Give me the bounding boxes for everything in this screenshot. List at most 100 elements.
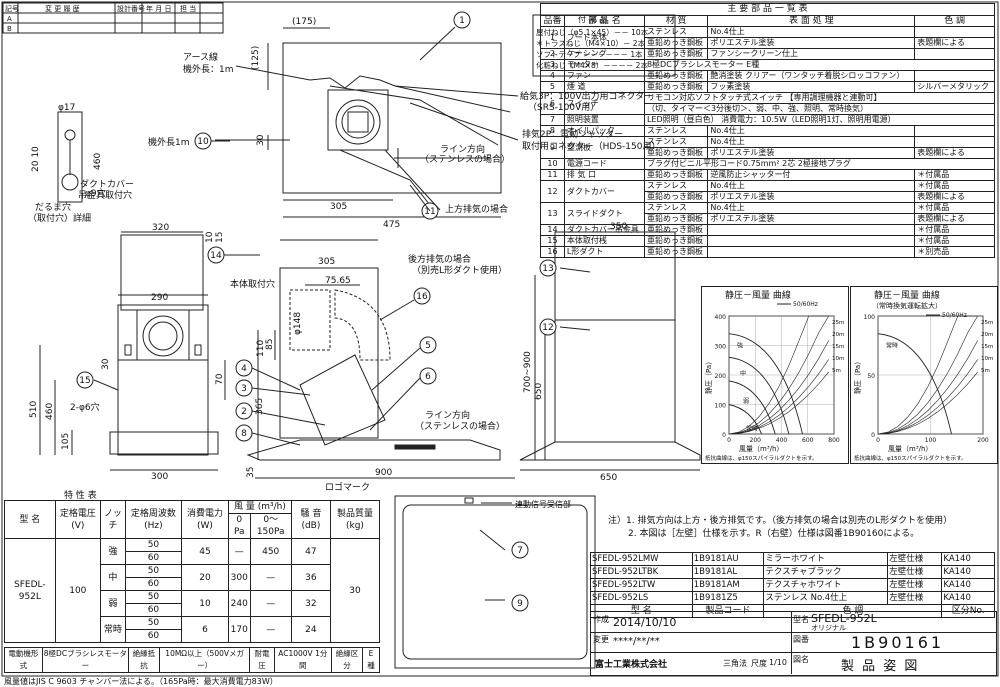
part-no: 14	[540, 224, 565, 236]
spec-q150: —	[249, 590, 292, 617]
body-hole-label: 本体取付穴	[230, 278, 275, 290]
part-material: 亜鉛めっき鋼板	[643, 224, 709, 236]
chart-xtick: 400	[776, 437, 788, 444]
spec-notch: 常時	[100, 616, 126, 643]
parts-table-title: 主 要 部 品 一 覧 表	[540, 3, 995, 15]
spec-h-voltage: 定格電圧 (V)	[54, 500, 102, 539]
part-color	[914, 125, 995, 137]
chart-title: 静圧－風量 曲線	[725, 289, 791, 301]
top-view	[267, 27, 511, 218]
drawing-name-label: 図名	[793, 655, 809, 664]
spec-footer-cell: 耐電圧	[249, 647, 275, 673]
model-cell: 左壁仕様	[887, 578, 943, 592]
part-spec: リモコン対応ソフトタッチ式スイッチ 【専用調理機器と連動可】	[643, 92, 996, 104]
chart-xtick: 200	[977, 437, 989, 444]
part-color	[914, 48, 995, 60]
dim-70: 70	[215, 373, 225, 385]
part-no: 7	[540, 114, 565, 126]
chart-ytick: 100	[715, 403, 727, 410]
spec-footer-cell: 絶縁区分	[331, 647, 363, 673]
spec-power: 6	[180, 616, 229, 643]
chart-duct-curve	[728, 340, 829, 435]
spec-h-noise: 騒 音 (dB)	[290, 500, 331, 539]
model-cell: ステンレス No.4仕上	[763, 591, 889, 605]
part-material: 亜鉛めっき鋼板	[643, 70, 709, 82]
balloon-label: 13	[542, 264, 553, 274]
drawing-name: 製 品 姿 図	[841, 659, 920, 674]
spec-power: 45	[180, 538, 229, 565]
scale-value: 1/10	[769, 658, 787, 667]
chart-duct-label: 10m	[981, 356, 993, 362]
part-no: 2	[540, 48, 565, 60]
chart-xtick: 0	[727, 437, 731, 444]
part-name: ケーシング	[563, 48, 645, 60]
part-finish: No.4仕上	[707, 180, 916, 192]
spec-h-notch: ノッチ	[100, 500, 126, 539]
spec-noise: 47	[290, 538, 331, 565]
line-dir-top-b: （ステンレスの場合）	[420, 153, 510, 165]
spec-h-150pa: 0〜150Pa	[249, 513, 292, 539]
spec-h-airflow: 風 量 (m³/h)	[227, 500, 292, 514]
spec-noise: 36	[290, 564, 331, 591]
model-cell: 左壁仕様	[887, 591, 943, 605]
part-material: 亜鉛めっき鋼板	[643, 235, 709, 247]
spec-footer-cell: 絶縁抵抗	[127, 647, 160, 673]
spec-table-wrap: 特 性 表 型 名定格電圧 (V)ノッチ定格周波数 (Hz)消費電力 (W)風 …	[4, 488, 381, 687]
chart-subtitle: （常時換気運転拡大）	[872, 301, 942, 310]
part-name: スイッチ	[563, 92, 645, 115]
parts-header-0: 品番	[540, 15, 565, 27]
part-no: 11	[540, 169, 565, 181]
phi17: φ17	[58, 103, 75, 113]
model-label: 型名	[793, 615, 809, 624]
title-block: 作成 2014/10/10 変更 ****/**/** 富士工業株式会社 三角法…	[590, 611, 997, 676]
chart-frame	[850, 286, 998, 464]
spec-power: 20	[180, 564, 229, 591]
part-color: 表題欄による	[914, 37, 995, 49]
part-no: 1	[540, 26, 565, 49]
chart-duct-curve	[877, 359, 978, 435]
chart-xtick: 200	[750, 437, 762, 444]
part-no: 4	[540, 70, 565, 82]
dim-7565: 75.65	[325, 276, 351, 286]
balloon-label: 12	[542, 323, 553, 333]
spec-q150: —	[249, 564, 292, 591]
spec-q150: —	[249, 616, 292, 643]
rev-h2: 設計番号	[117, 4, 145, 13]
dim-300: 300	[151, 472, 168, 482]
right-view	[519, 231, 701, 471]
scale-label: 尺度	[751, 659, 767, 668]
part-no: 12	[540, 180, 565, 203]
part-name: 本体取付桟	[563, 235, 645, 247]
chart-xtick: 0	[876, 437, 880, 444]
part-material: 亜鉛めっき鋼板	[643, 246, 709, 258]
model-cell: SFEDL-952LS	[590, 591, 693, 605]
drawing-no: 1B90161	[851, 633, 945, 652]
spec-h-weight: 製品質量 (kg)	[329, 500, 381, 539]
spec-freq: 60	[124, 551, 182, 565]
parts-header-2: 材 質	[643, 15, 709, 27]
balloon-9	[511, 594, 529, 612]
part-no: 9	[540, 136, 565, 159]
chart-duct-label: 20m	[832, 332, 844, 338]
rev-h3: 年 月 日	[146, 4, 171, 13]
chart-duct-label: 20m	[981, 332, 993, 338]
part-name: スライドダクト	[563, 202, 645, 225]
duct-hanger-label: ダクトカバー	[80, 178, 134, 190]
balloon-13	[539, 259, 557, 277]
dim-10: 10	[205, 231, 215, 243]
part-finish: ポリエステル塗装	[707, 191, 916, 203]
spec-h-power: 消費電力 (W)	[180, 500, 229, 539]
part-finish: No.4仕上	[707, 136, 916, 148]
